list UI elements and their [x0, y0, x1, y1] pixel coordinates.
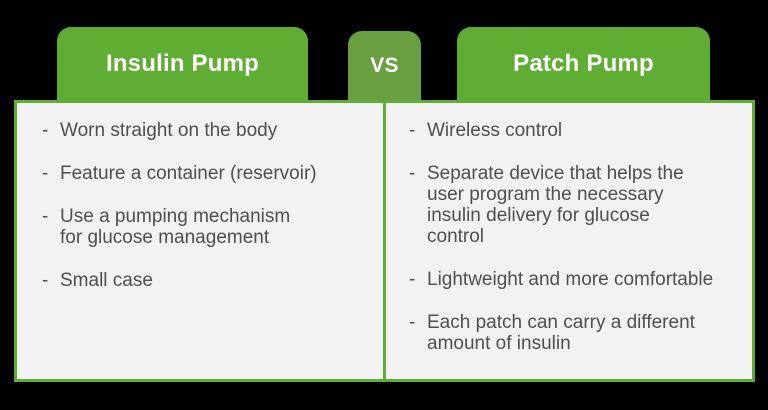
list-item-text: Wireless control — [427, 120, 563, 141]
bullet-dash: - — [409, 269, 416, 290]
list-item-text: Lightweight and more comfortable — [427, 269, 714, 290]
list-item: - Wireless control — [409, 120, 738, 141]
bullet-dash: - — [42, 270, 49, 291]
list-item: - Each patch can carry a different amoun… — [409, 312, 738, 354]
list-item: - Use a pumping mechanism for glucose ma… — [42, 206, 363, 248]
list-item-text: Feature a container (reservoir) — [60, 163, 317, 184]
tab-insulin-pump-label: Insulin Pump — [105, 49, 260, 77]
list-item-text: Use a pumping mechanism for glucose mana… — [60, 206, 291, 248]
list-item: - Worn straight on the body — [42, 120, 363, 141]
list-item-text: Separate device that helps the user prog… — [427, 163, 684, 247]
comparison-panel: - Worn straight on the body - Feature a … — [14, 100, 755, 382]
bullet-dash: - — [42, 163, 49, 184]
bullet-dash: - — [409, 163, 416, 184]
bullet-dash: - — [409, 120, 416, 141]
list-item-text: Each patch can carry a different amount … — [427, 312, 695, 354]
vs-badge-label: VS — [370, 53, 399, 77]
insulin-pump-column: - Worn straight on the body - Feature a … — [17, 103, 383, 379]
vs-badge: VS — [348, 31, 421, 100]
list-item: - Separate device that helps the user pr… — [409, 163, 738, 247]
bullet-dash: - — [42, 206, 49, 227]
list-item: - Feature a container (reservoir) — [42, 163, 363, 184]
tab-patch-pump-label: Patch Pump — [513, 49, 654, 77]
bullet-dash: - — [409, 312, 416, 333]
patch-pump-column: - Wireless control - Separate device tha… — [386, 103, 752, 379]
tab-patch-pump: Patch Pump — [457, 27, 710, 100]
bullet-dash: - — [42, 120, 49, 141]
list-item: - Small case — [42, 270, 363, 291]
tab-insulin-pump: Insulin Pump — [57, 27, 308, 100]
list-item-text: Small case — [60, 270, 153, 291]
list-item-text: Worn straight on the body — [60, 120, 278, 141]
column-divider — [383, 103, 386, 379]
list-item: - Lightweight and more comfortable — [409, 269, 738, 290]
